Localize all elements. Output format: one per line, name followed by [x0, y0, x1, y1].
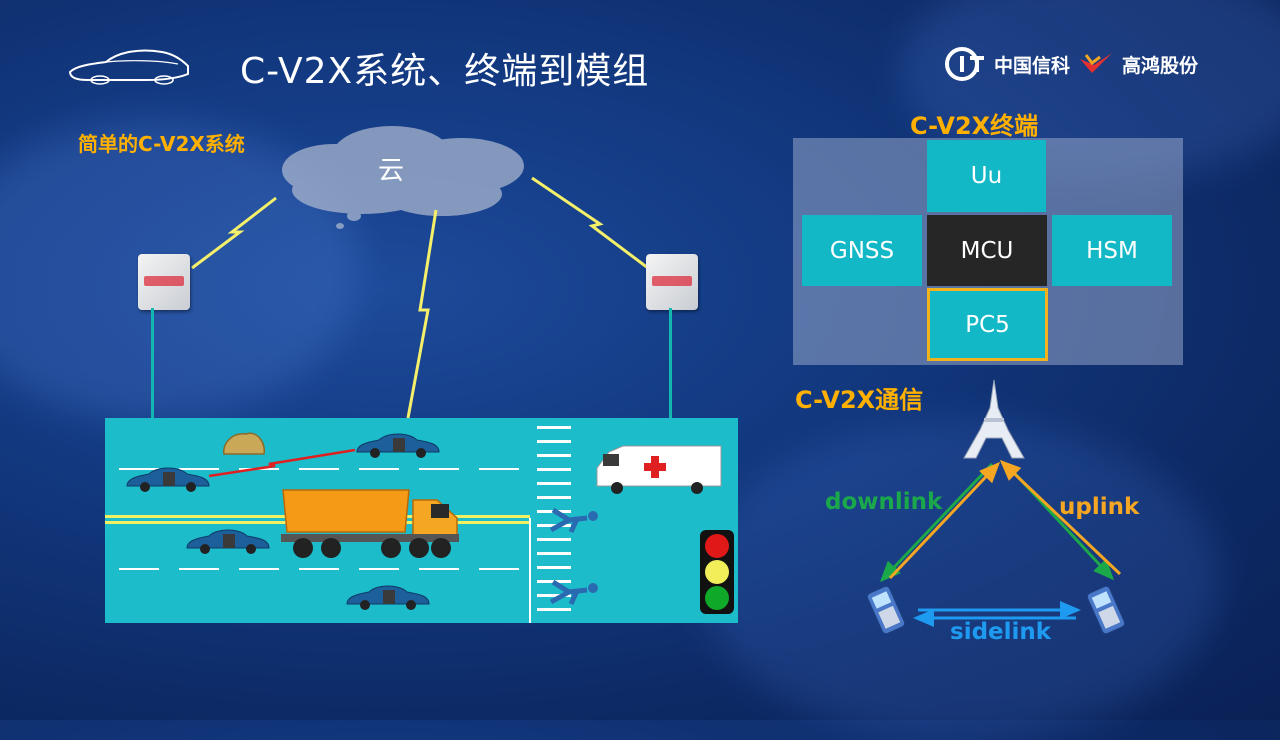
warning-link: [208, 448, 356, 478]
rock-obstacle-icon: [223, 432, 266, 455]
module-uu: Uu: [927, 140, 1046, 212]
lightning-bolt-icon: [531, 176, 649, 270]
tower-icon: [963, 379, 1025, 459]
uplink-label: uplink: [1059, 494, 1140, 520]
cloud-label: 云: [378, 156, 405, 186]
phone-icon-right: [1086, 585, 1126, 635]
rsu-pole-left: [151, 308, 154, 418]
pedestrian-icon: [549, 507, 598, 534]
terminal-panel: Uu GNSS MCU HSM PC5: [793, 138, 1183, 365]
roadside-unit-left: [138, 254, 190, 310]
gohigh-name: 高鸿股份: [1122, 54, 1199, 77]
lightning-bolt-icon: [406, 209, 438, 419]
background-swirl: [700, 420, 1220, 740]
page-title: C-V2X系统、终端到模组: [240, 51, 650, 92]
module-pc5: PC5: [927, 288, 1048, 361]
gohigh-logo-icon: [1080, 53, 1113, 73]
module-hsm: HSM: [1052, 215, 1172, 286]
car-icon: [186, 529, 270, 554]
traffic-light-icon: [700, 530, 734, 614]
sidelink-label: sidelink: [950, 619, 1052, 645]
system-label: 简单的C-V2X系统: [78, 132, 245, 156]
brand-logos: 中国信科 高鸿股份: [942, 46, 1198, 82]
uplink-right-arrow: [999, 459, 1122, 576]
downlink-left-arrow: [879, 462, 994, 583]
dump-truck-icon: [281, 489, 459, 558]
cloud-shape: [282, 126, 524, 229]
car-icon: [126, 467, 210, 492]
cict-logo-icon: [945, 47, 984, 81]
rsu-logo-icon: [652, 276, 692, 286]
car-icon: [356, 433, 440, 458]
stop-line: [529, 518, 531, 623]
lane-marking: [119, 568, 529, 570]
wireless-links: [191, 176, 649, 419]
ambulance-icon: [596, 445, 722, 494]
car-outline-icon: [68, 49, 189, 85]
cict-name: 中国信科: [994, 54, 1071, 77]
lane-marking: [119, 468, 529, 470]
road-scene: [105, 418, 738, 623]
uplink-left-arrow: [888, 461, 1001, 580]
phone-icon-left: [866, 585, 906, 635]
module-mcu: MCU: [927, 215, 1047, 286]
link-arrows: [879, 459, 1122, 627]
module-gnss: GNSS: [802, 215, 922, 286]
downlink-label: downlink: [825, 489, 943, 515]
rsu-pole-right: [669, 308, 672, 418]
car-icon: [346, 585, 430, 610]
pedestrian-icon: [549, 579, 598, 606]
terminal-title: C-V2X终端: [910, 112, 1039, 140]
roadside-unit-right: [646, 254, 698, 310]
yellow-light: [705, 560, 729, 584]
rsu-logo-icon: [144, 276, 184, 286]
red-light: [705, 534, 729, 558]
green-light: [705, 586, 729, 610]
communication-title: C-V2X通信: [795, 386, 924, 414]
lightning-bolt-icon: [191, 196, 277, 270]
